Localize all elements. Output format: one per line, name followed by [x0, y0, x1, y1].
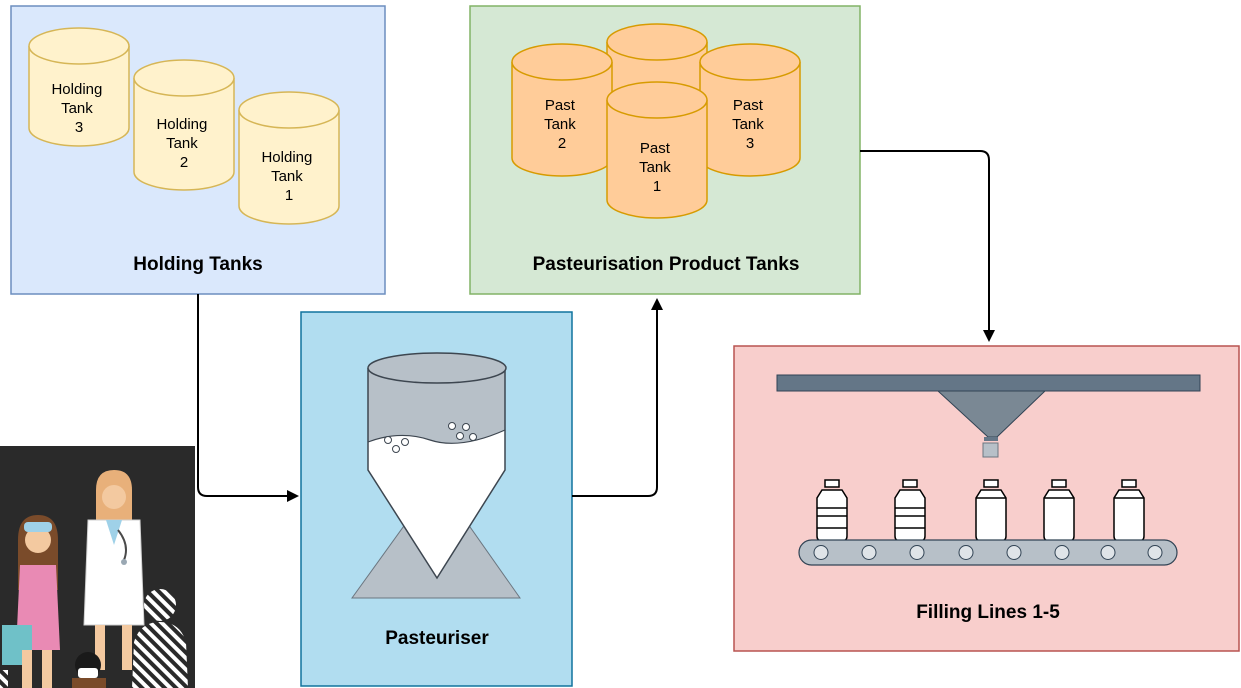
holding-tank-2-label-2: Tank: [166, 135, 198, 152]
nozzle-icon: [982, 442, 999, 458]
past-tank-3-label-1: Past: [733, 97, 764, 114]
pasteuriser-group: Pasteuriser: [300, 311, 573, 687]
holding-tank-1-label-1: Holding: [261, 149, 312, 166]
people-illustration: [0, 446, 195, 688]
svg-text:Holding Tank 1: Holding Tank 1: [261, 149, 316, 204]
svg-text:Holding Tank 2: Holding Tank 2: [156, 116, 211, 171]
holding-tank-3-label-2: Tank: [61, 100, 93, 117]
svg-text:Holding Tank 3: Holding Tank 3: [51, 81, 106, 136]
bottle-icon: [816, 479, 848, 542]
pasteuriser-title: Pasteuriser: [385, 628, 489, 649]
filling-lines-group: Filling Lines 1-5: [733, 345, 1240, 652]
holding-tank-1[interactable]: Holding Tank 1: [238, 91, 340, 225]
holding-tank-2-label-1: Holding: [156, 116, 207, 133]
past-tank-2-label-3: 2: [558, 135, 566, 152]
holding-tank-1-label-3: 1: [285, 187, 293, 204]
holding-tank-3-label-1: Holding: [51, 81, 102, 98]
bottle-icon: [1113, 479, 1145, 542]
connector-holding-to-pasteuriser: [197, 294, 299, 502]
svg-text:Past Tank 3: Past Tank 3: [732, 97, 768, 152]
past-tank-2-label-1: Past: [545, 97, 576, 114]
holding-tank-1-label-2: Tank: [271, 168, 303, 185]
bottles: [816, 479, 1145, 542]
past-tank-1-label-1: Past: [640, 140, 671, 157]
conveyor-belt-icon: [798, 539, 1178, 566]
connectors: [197, 150, 995, 502]
pasteurisation-tanks-group: Past Tank 2 Past Tank 3 Past Tank 1: [469, 5, 861, 295]
connector-product-tanks-to-filling: [860, 150, 995, 342]
holding-tank-3[interactable]: Holding Tank 3: [28, 27, 130, 147]
nurse-figure-icon: [2, 515, 60, 688]
holding-tank-2-label-3: 2: [180, 154, 188, 171]
connector-pasteuriser-to-product-tanks: [572, 298, 663, 497]
holding-tanks-title: Holding Tanks: [133, 254, 262, 275]
bubbles-icon: [384, 422, 477, 453]
past-tank-1-label-2: Tank: [639, 159, 671, 176]
filler-rail-icon: [776, 374, 1201, 392]
pasteurisation-tanks-title: Pasteurisation Product Tanks: [533, 254, 800, 275]
doctor-figure-icon: [83, 470, 145, 670]
past-tank-3-label-2: Tank: [732, 116, 764, 133]
holding-tanks-group: Holding Tank 3 Holding Tank 2 Holding Ta…: [10, 5, 386, 295]
holding-tank-2[interactable]: Holding Tank 2: [133, 59, 235, 191]
past-tank-3-label-3: 3: [746, 135, 754, 152]
past-tank-3[interactable]: Past Tank 3: [699, 43, 801, 177]
past-tank-1[interactable]: Past Tank 1: [606, 81, 708, 219]
filling-lines-title: Filling Lines 1-5: [916, 602, 1060, 623]
past-tank-2-label-2: Tank: [544, 116, 576, 133]
past-tank-2[interactable]: Past Tank 2: [511, 43, 613, 177]
pasteuriser-vessel-icon: [351, 352, 521, 599]
masked-person-icon: [72, 652, 106, 688]
svg-text:Past Tank 1: Past Tank 1: [639, 140, 675, 195]
holding-tank-3-label-3: 3: [75, 119, 83, 136]
past-tank-1-label-3: 1: [653, 178, 661, 195]
svg-text:Past Tank 2: Past Tank 2: [544, 97, 580, 152]
